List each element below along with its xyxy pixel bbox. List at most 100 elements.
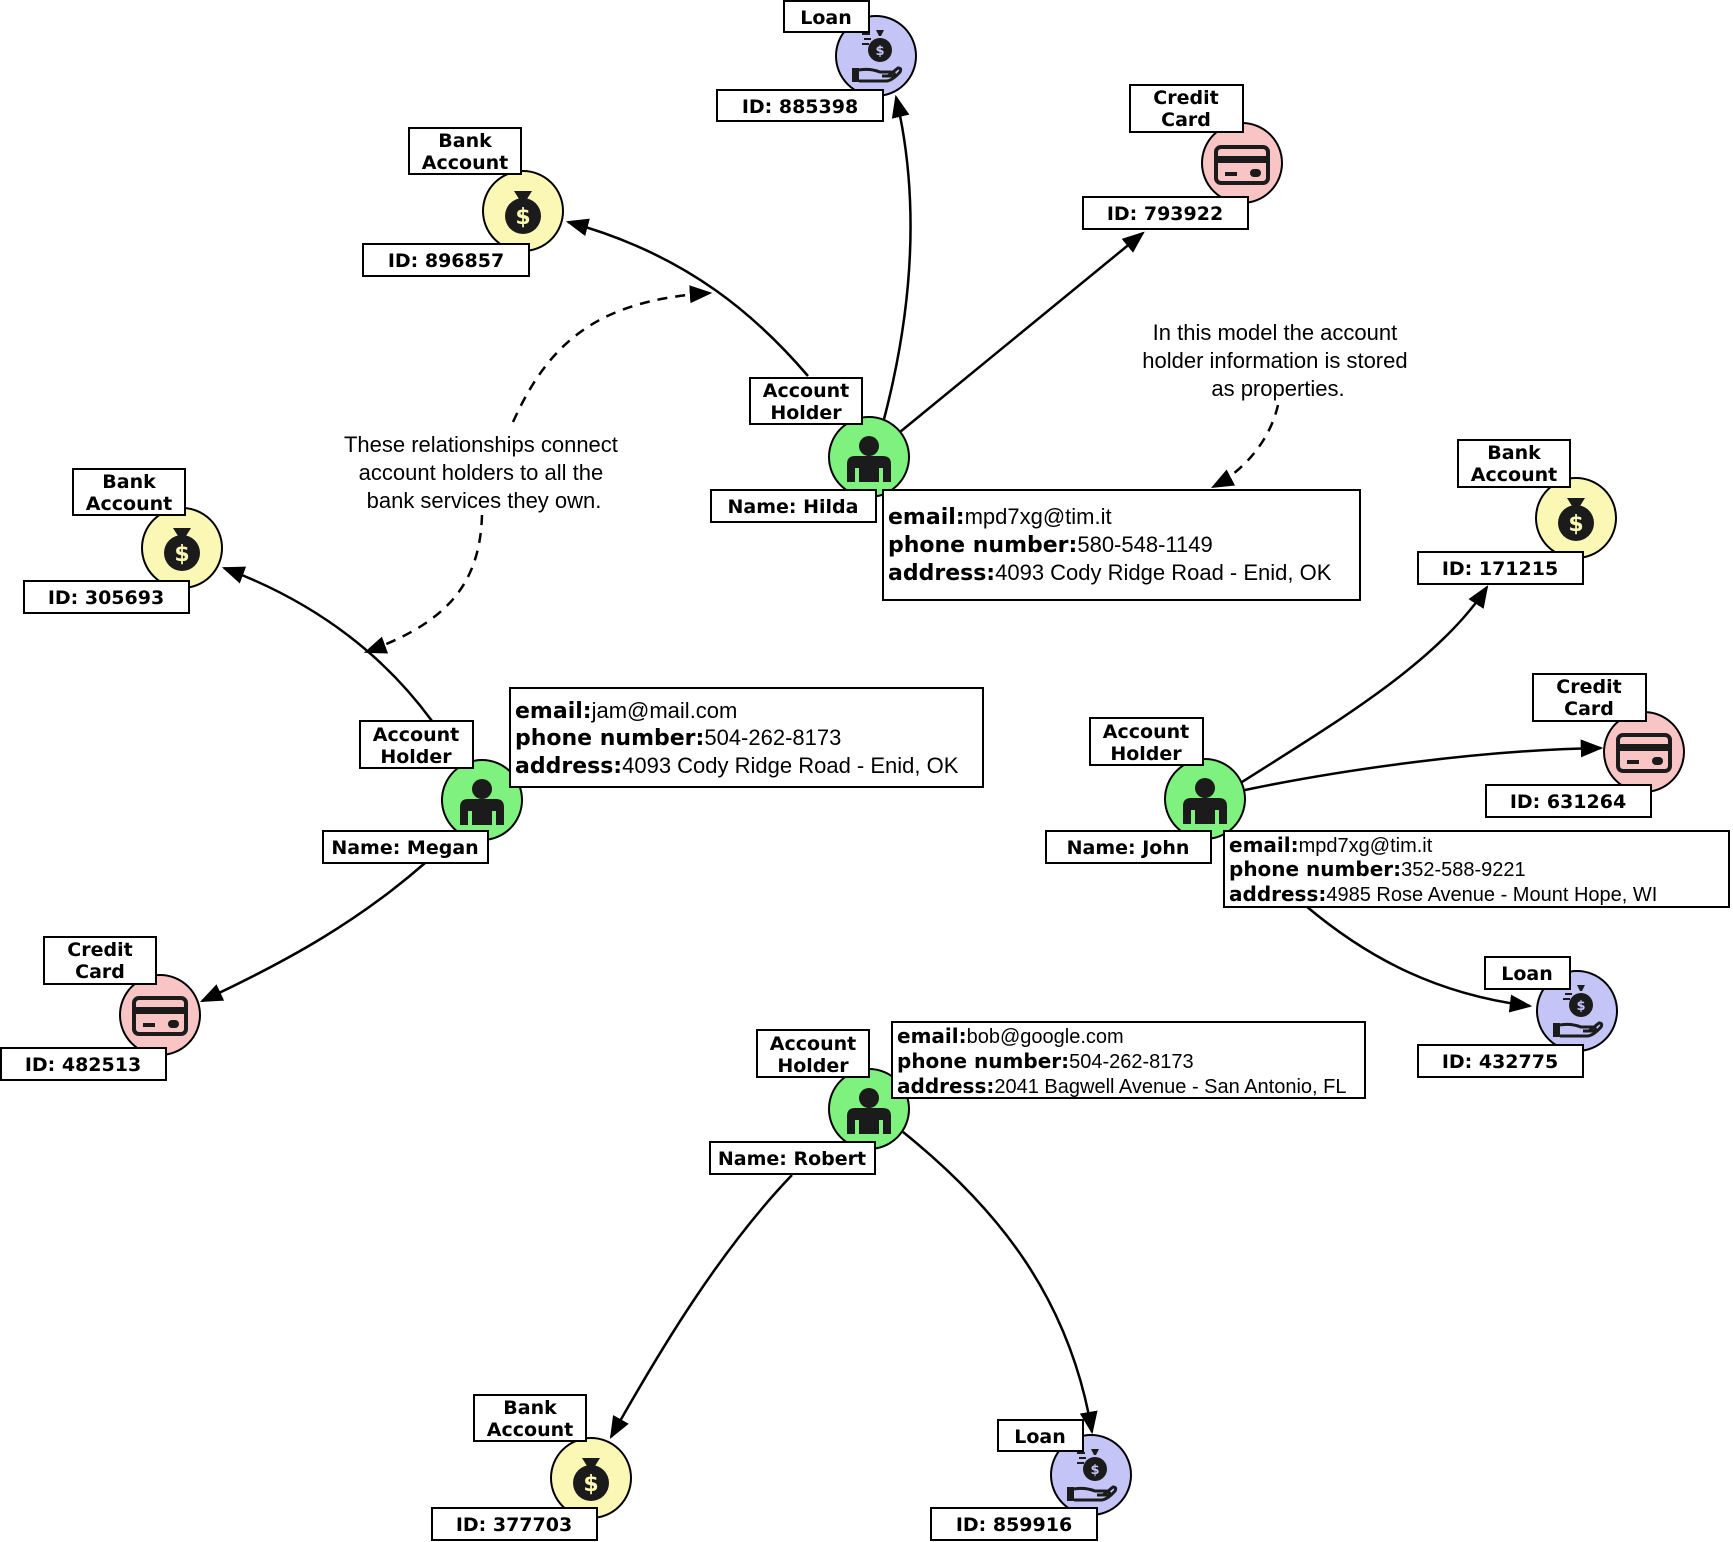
holder-name: Name: John [1067,837,1190,859]
properties-box-john: email:mpd7xg@tim.it phone number:352-588… [1223,830,1730,908]
address-key: address: [1229,882,1326,906]
svg-text:phone number:352-588-9221: phone number:352-588-9221 [1229,857,1526,881]
properties-box-megan: email:jam@mail.com phone number:504-262-… [509,687,984,788]
loan-node-859916[interactable]: Loan ID: 859916 [930,1419,1132,1541]
svg-text:phone number:504-262-8173: phone number:504-262-8173 [515,725,841,751]
address-value: 4093 Cody Ridge Road - Enid, OK [622,753,959,778]
address-value: 2041 Bagwell Avenue - San Antonio, FL [994,1076,1346,1098]
address-value: 4985 Rose Avenue - Mount Hope, WI [1326,884,1657,906]
edge-hilda-bank [565,218,809,377]
service-id: ID: 793922 [1107,203,1223,225]
edge-robert-loan [902,1131,1098,1435]
holder-name: Name: Robert [718,1148,866,1170]
properties-box-hilda: email:mpd7xg@tim.it phone number:580-548… [882,489,1361,601]
edge-hilda-card [899,231,1145,433]
dashed-arrow-to-hilda-edge [511,285,713,423]
service-id: ID: 631264 [1510,791,1626,813]
properties-note-line: as properties. [1211,376,1344,401]
email-value: mpd7xg@tim.it [1299,835,1433,857]
edge-megan-bank [221,566,434,722]
annotation-arrows [363,285,1280,654]
svg-text:address:4093 Cody Ridge Road -: address:4093 Cody Ridge Road - Enid, OK [888,560,1332,586]
edge-john-loan [1305,905,1533,1013]
svg-text:phone number:504-262-8173: phone number:504-262-8173 [897,1049,1194,1073]
phone-key: phone number: [888,533,1077,558]
phone-key: phone number: [1229,857,1401,881]
email-value: jam@mail.com [591,698,738,723]
edge-robert-bank [609,1174,793,1439]
service-type-label: Loan [1501,963,1553,985]
email-key: email: [515,699,592,724]
service-id: ID: 896857 [388,250,504,272]
relationships-note-line: These relationships connect [344,432,618,457]
edge-john-bank [1241,585,1489,784]
edge-hilda-loan [881,94,912,424]
svg-text:email:mpd7xg@tim.it: email:mpd7xg@tim.it [1229,833,1433,857]
service-type-label: Loan [1014,1426,1066,1448]
service-type-label: Loan [800,7,852,29]
relationships-note-line: account holders to all the [359,460,604,485]
svg-text:email:jam@mail.com: email:jam@mail.com [515,698,737,724]
properties-note-line: holder information is stored [1142,348,1407,373]
service-id: ID: 859916 [956,1514,1072,1536]
holder-name: Name: Megan [331,837,478,859]
edge-megan-card [199,862,426,1003]
dashed-arrow-to-hilda-props [1211,404,1280,489]
relationship-edges [199,94,1604,1439]
svg-text:address:2041 Bagwell Avenue -: address:2041 Bagwell Avenue - San Antoni… [897,1074,1346,1098]
properties-note-line: In this model the account [1153,320,1398,345]
phone-value: 580-548-1149 [1077,532,1212,557]
email-key: email: [897,1024,967,1048]
loan-node-432775[interactable]: Loan ID: 432775 [1417,956,1618,1078]
address-key: address: [888,561,995,586]
relationships-note: These relationships connect account hold… [344,432,624,513]
svg-text:address:4093 Cody Ridge Road -: address:4093 Cody Ridge Road - Enid, OK [515,753,959,779]
svg-text:email:bob@google.com: email:bob@google.com [897,1024,1124,1048]
email-key: email: [1229,833,1299,857]
properties-box-robert: email:bob@google.com phone number:504-26… [891,1021,1366,1099]
service-id: ID: 377703 [456,1514,572,1536]
service-id: ID: 885398 [742,96,858,118]
properties-note: In this model the account holder informa… [1142,320,1413,401]
address-value: 4093 Cody Ridge Road - Enid, OK [995,560,1332,585]
edge-john-card [1244,739,1604,792]
phone-value: 352-588-9221 [1401,859,1526,881]
dashed-arrow-to-megan-edge [363,514,484,654]
loan-node-885398[interactable]: Loan ID: 885398 [716,0,917,122]
service-id: ID: 432775 [1442,1051,1558,1073]
phone-value: 504-262-8173 [1069,1051,1194,1073]
service-id: ID: 482513 [25,1054,141,1076]
email-key: email: [888,505,965,530]
address-key: address: [515,754,622,779]
service-id: ID: 171215 [1442,558,1558,580]
email-value: bob@google.com [967,1026,1124,1048]
phone-key: phone number: [515,726,704,751]
service-id: ID: 305693 [48,587,164,609]
relationships-note-line: bank services they own. [367,488,602,513]
svg-text:address:4985 Rose Avenue - Mou: address:4985 Rose Avenue - Mount Hope, W… [1229,882,1657,906]
phone-key: phone number: [897,1049,1069,1073]
